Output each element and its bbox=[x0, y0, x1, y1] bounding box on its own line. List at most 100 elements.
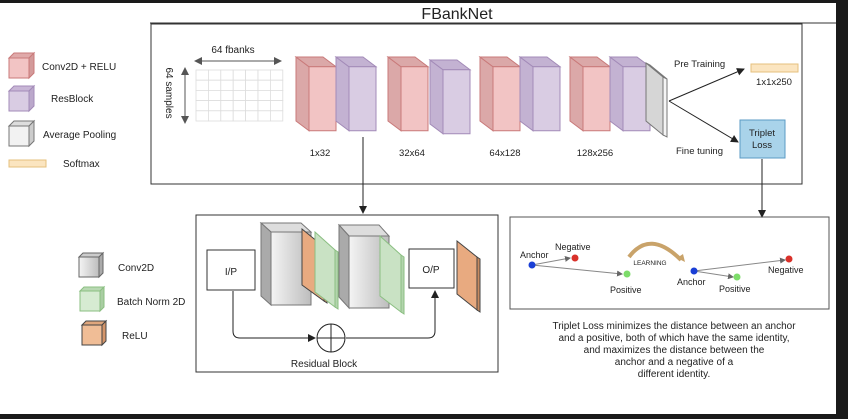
learning-arrow-icon bbox=[627, 241, 683, 262]
negative-label: Negative bbox=[768, 265, 804, 275]
legend-label: Conv2D bbox=[118, 263, 154, 274]
residual-output-box: O/P bbox=[408, 248, 455, 289]
grid-cell bbox=[195, 110, 209, 122]
learning-indicator: LEARNING bbox=[627, 241, 685, 267]
grid-cell bbox=[269, 110, 284, 122]
grid-cell bbox=[257, 79, 271, 91]
diagram-canvas: FBankNet Conv2D + RELU ResBlock bbox=[0, 3, 836, 414]
triplet-before: Anchor Negative Positive bbox=[520, 242, 642, 295]
relu-cube-icon bbox=[80, 319, 108, 347]
grid-cell bbox=[220, 110, 234, 122]
grid-cell bbox=[245, 110, 259, 122]
main-legend: Conv2D + RELU ResBlock Average Pooling S… bbox=[7, 51, 116, 170]
triplet-after: Anchor Negative Positive bbox=[677, 255, 804, 294]
batchnorm-layer-1 bbox=[314, 230, 339, 310]
negative-point bbox=[785, 255, 793, 263]
legend-label: ResBlock bbox=[51, 94, 94, 105]
grid-cell bbox=[220, 100, 234, 112]
anchor-label: Anchor bbox=[520, 250, 549, 260]
add-operator-icon bbox=[316, 323, 346, 353]
grid-cell bbox=[232, 69, 246, 81]
grid-cell bbox=[232, 79, 246, 91]
conv2d-cube-icon bbox=[77, 251, 105, 279]
triplet-loss-box: Triplet Loss bbox=[739, 119, 786, 159]
grid-cell bbox=[220, 90, 234, 102]
conv-relu-block bbox=[478, 56, 522, 132]
batchnorm-layer-2 bbox=[379, 234, 405, 315]
softmax-output-label: 1x1x250 bbox=[756, 77, 792, 88]
description-line: anchor and a negative of a bbox=[615, 357, 734, 368]
grid-cell bbox=[269, 79, 284, 91]
conv-relu-block bbox=[386, 56, 430, 132]
samples-label: 64 samples bbox=[163, 67, 174, 118]
grid-cell bbox=[245, 69, 259, 81]
softmax-bar-icon bbox=[8, 159, 47, 168]
legend-item-conv2d: Conv2D bbox=[77, 251, 154, 279]
grid-cell bbox=[195, 100, 209, 112]
input-grid bbox=[195, 69, 284, 122]
input-spectrogram: 64 fbanks 64 samples bbox=[163, 45, 284, 124]
resblock-cube-icon bbox=[7, 84, 36, 113]
grid-cell bbox=[257, 69, 271, 81]
anchor-point bbox=[690, 267, 698, 275]
avg-pooling-layer bbox=[645, 61, 668, 138]
skip-connection-in bbox=[232, 291, 316, 342]
stage-3 bbox=[478, 56, 562, 132]
legend-item-resblock: ResBlock bbox=[7, 84, 94, 113]
negative-point bbox=[571, 254, 579, 262]
learning-label: LEARNING bbox=[633, 260, 666, 267]
legend-label: Average Pooling bbox=[43, 130, 116, 141]
stage-label: 1x32 bbox=[310, 148, 331, 159]
fine-tuning-arrow bbox=[668, 100, 739, 143]
fine-tuning-label: Fine tuning bbox=[676, 146, 723, 157]
triplet-loss-label: Triplet bbox=[749, 128, 775, 139]
diagram-title: FBankNet bbox=[421, 6, 493, 23]
legend-item-avgpool: Average Pooling bbox=[7, 119, 116, 148]
grid-cell bbox=[207, 69, 222, 81]
description-line: Triplet Loss minimizes the distance betw… bbox=[552, 321, 796, 332]
residual-legend: Conv2D Batch Norm 2D ReLU bbox=[77, 251, 185, 347]
conv-res-stages bbox=[294, 56, 652, 135]
legend-item-batchnorm: Batch Norm 2D bbox=[78, 285, 185, 313]
grid-cell bbox=[232, 90, 246, 102]
pre-training-arrow bbox=[668, 68, 745, 102]
legend-label: Batch Norm 2D bbox=[117, 297, 185, 308]
stage-4 bbox=[568, 56, 652, 132]
triplet-description: Triplet Loss minimizes the distance betw… bbox=[552, 321, 796, 380]
anchor-point bbox=[528, 261, 536, 269]
avgpool-cube-icon bbox=[7, 119, 36, 148]
grid-cell bbox=[195, 69, 209, 81]
grid-cell bbox=[269, 100, 284, 112]
output-label: O/P bbox=[422, 265, 440, 276]
stage-2 bbox=[386, 56, 472, 135]
grid-cell bbox=[195, 79, 209, 91]
resblock-block bbox=[518, 56, 562, 132]
grid-cell bbox=[257, 90, 271, 102]
stage-label: 128x256 bbox=[577, 148, 613, 159]
grid-cell bbox=[195, 90, 209, 102]
grid-cell bbox=[269, 90, 284, 102]
batchnorm-cube-icon bbox=[78, 285, 106, 313]
anchor-label: Anchor bbox=[677, 277, 706, 287]
grid-cell bbox=[232, 110, 246, 122]
legend-label: Softmax bbox=[63, 159, 100, 170]
grid-cell bbox=[245, 100, 259, 112]
grid-cell bbox=[257, 110, 271, 122]
stage-label: 32x64 bbox=[399, 148, 425, 159]
skip-connection-out bbox=[346, 290, 439, 339]
grid-cell bbox=[245, 79, 259, 91]
stage-label: 64x128 bbox=[489, 148, 520, 159]
grid-cell bbox=[245, 90, 259, 102]
grid-cell bbox=[269, 69, 284, 81]
triplet-panel-frame bbox=[509, 216, 830, 310]
stage-1 bbox=[294, 56, 378, 132]
grid-cell bbox=[220, 79, 234, 91]
description-line: and maximizes the distance between the bbox=[584, 345, 765, 356]
positive-point bbox=[733, 273, 741, 281]
residual-input-box: I/P bbox=[206, 249, 256, 291]
resblock-block bbox=[608, 56, 652, 132]
grid-cell bbox=[232, 100, 246, 112]
positive-label: Positive bbox=[610, 285, 642, 295]
resblock-block bbox=[428, 59, 472, 135]
legend-item-relu: ReLU bbox=[80, 319, 148, 347]
